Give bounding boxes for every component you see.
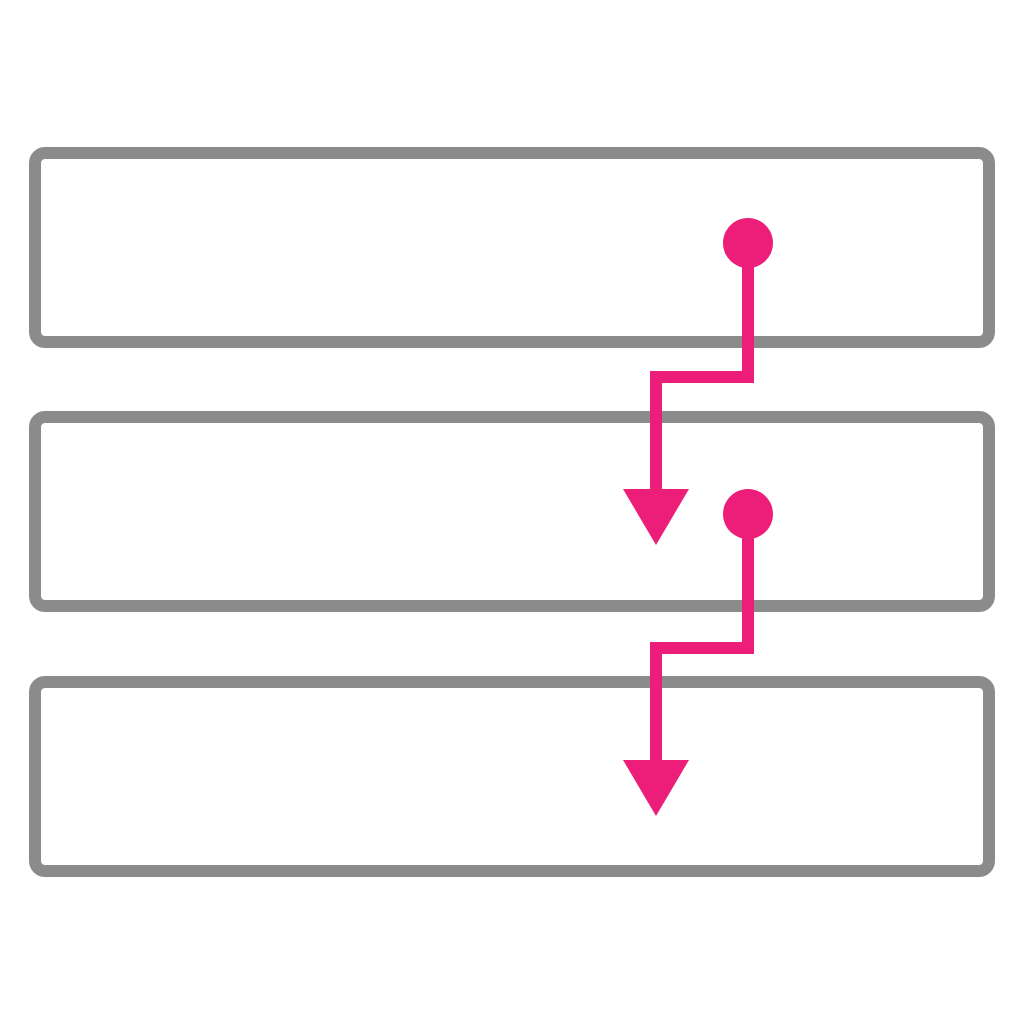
arrow-down-icon <box>623 760 689 816</box>
start-dot-icon <box>723 218 773 268</box>
connector-2 <box>623 489 773 816</box>
row-2-box <box>29 411 995 612</box>
connector-2-line <box>650 514 754 762</box>
arrow-down-icon <box>623 489 689 545</box>
row-3-box <box>29 676 995 877</box>
connector-1 <box>623 218 773 545</box>
connectors-layer <box>623 218 773 816</box>
row-1-box <box>29 147 995 348</box>
connector-1-line <box>650 243 754 491</box>
start-dot-icon <box>723 489 773 539</box>
rows-layer <box>29 147 995 877</box>
